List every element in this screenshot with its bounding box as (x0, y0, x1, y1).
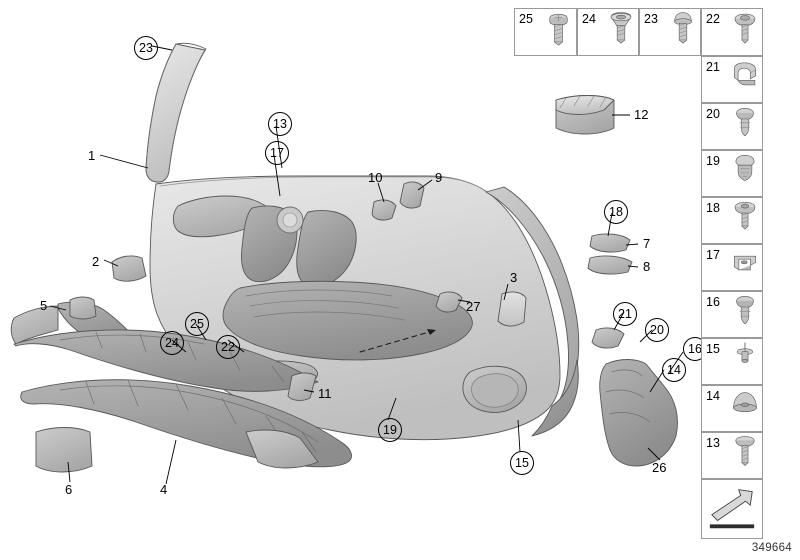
callout-2: 2 (92, 254, 100, 269)
parts-cell-20-label: 20 (706, 107, 720, 121)
parts-cell-15[interactable]: 15 (701, 338, 763, 385)
sheet-metal-clip-icon (733, 62, 756, 86)
callout-11: 11 (318, 386, 332, 401)
parts-cell-15-label: 15 (706, 342, 720, 356)
parts-cell-18-label: 18 (706, 201, 720, 215)
callout-17: 17 (265, 141, 289, 165)
parts-cell-25-label: 25 (519, 12, 533, 26)
callout-18: 18 (604, 200, 628, 224)
parts-cell-19-label: 19 (706, 154, 720, 168)
parts-cell-17[interactable]: 17 (701, 244, 763, 291)
callout-1: 1 (88, 148, 96, 163)
callout-20: 20 (645, 318, 669, 342)
parts-cell-24-label: 24 (582, 12, 596, 26)
callout-26: 26 (652, 460, 667, 475)
flange-bolt-icon (734, 201, 756, 230)
callout-21: 21 (613, 302, 637, 326)
dome-head-screw-icon (674, 12, 692, 44)
callout-25: 25 (185, 312, 209, 336)
callout-19: 19 (378, 418, 402, 442)
callout-12: 12 (634, 107, 649, 122)
parts-cell-14-label: 14 (706, 389, 720, 403)
callout-23: 23 (134, 36, 158, 60)
plastic-nut-clip-icon (735, 154, 755, 181)
parts-cell-22-label: 22 (706, 12, 720, 26)
parts-cell-13[interactable]: 13 (701, 432, 763, 479)
hex-flange-screw-icon (549, 13, 568, 46)
diagram-watermark: 349664 (751, 542, 792, 554)
parts-cell-22[interactable]: 22 (701, 8, 763, 56)
parts-cell-18[interactable]: 18 (701, 197, 763, 244)
arrow-direction-icon (709, 489, 755, 529)
callout-10: 10 (368, 170, 383, 185)
parts-cell-23[interactable]: 23 (639, 8, 701, 56)
long-thread-screw-icon (735, 436, 755, 467)
blind-rivet-icon (737, 342, 753, 363)
parts-cell-14[interactable]: 14 (701, 385, 763, 432)
callout-7: 7 (643, 236, 651, 251)
parts-cell-23-label: 23 (644, 12, 658, 26)
parts-cell-21[interactable]: 21 (701, 56, 763, 103)
callout-14: 14 (662, 358, 686, 382)
callout-6: 6 (65, 482, 73, 497)
callout-8: 8 (643, 259, 651, 274)
callout-3: 3 (510, 270, 518, 285)
parts-cell-21-label: 21 (706, 60, 720, 74)
parts-cell-25[interactable]: 25 (514, 8, 577, 56)
callout-4: 4 (160, 482, 168, 497)
callout-13: 13 (268, 112, 292, 136)
callout-15: 15 (510, 451, 534, 475)
callout-22: 22 (216, 335, 240, 359)
parts-cell-13-label: 13 (706, 436, 720, 450)
conical-spring-washer-icon (733, 392, 757, 413)
parts-cell-20[interactable]: 20 (701, 103, 763, 150)
parts-legend-table: 25 24 (514, 8, 792, 550)
parts-cell-19[interactable]: 19 (701, 150, 763, 197)
large-flange-screw-icon (734, 13, 756, 44)
parts-cell-direction-arrow (701, 479, 763, 539)
expanding-rivet-grey-icon (736, 295, 754, 325)
parts-cell-16[interactable]: 16 (701, 291, 763, 338)
callout-9: 9 (435, 170, 443, 185)
countersunk-screw-icon (610, 12, 632, 44)
parts-cell-17-label: 17 (706, 248, 720, 262)
callout-5: 5 (40, 298, 48, 313)
parts-cell-24[interactable]: 24 (577, 8, 639, 56)
expanding-rivet-icon (736, 107, 754, 137)
callout-24: 24 (160, 331, 184, 355)
spring-clip-nut-icon (733, 255, 756, 271)
parts-cell-16-label: 16 (706, 295, 720, 309)
callout-27: 27 (466, 299, 481, 314)
